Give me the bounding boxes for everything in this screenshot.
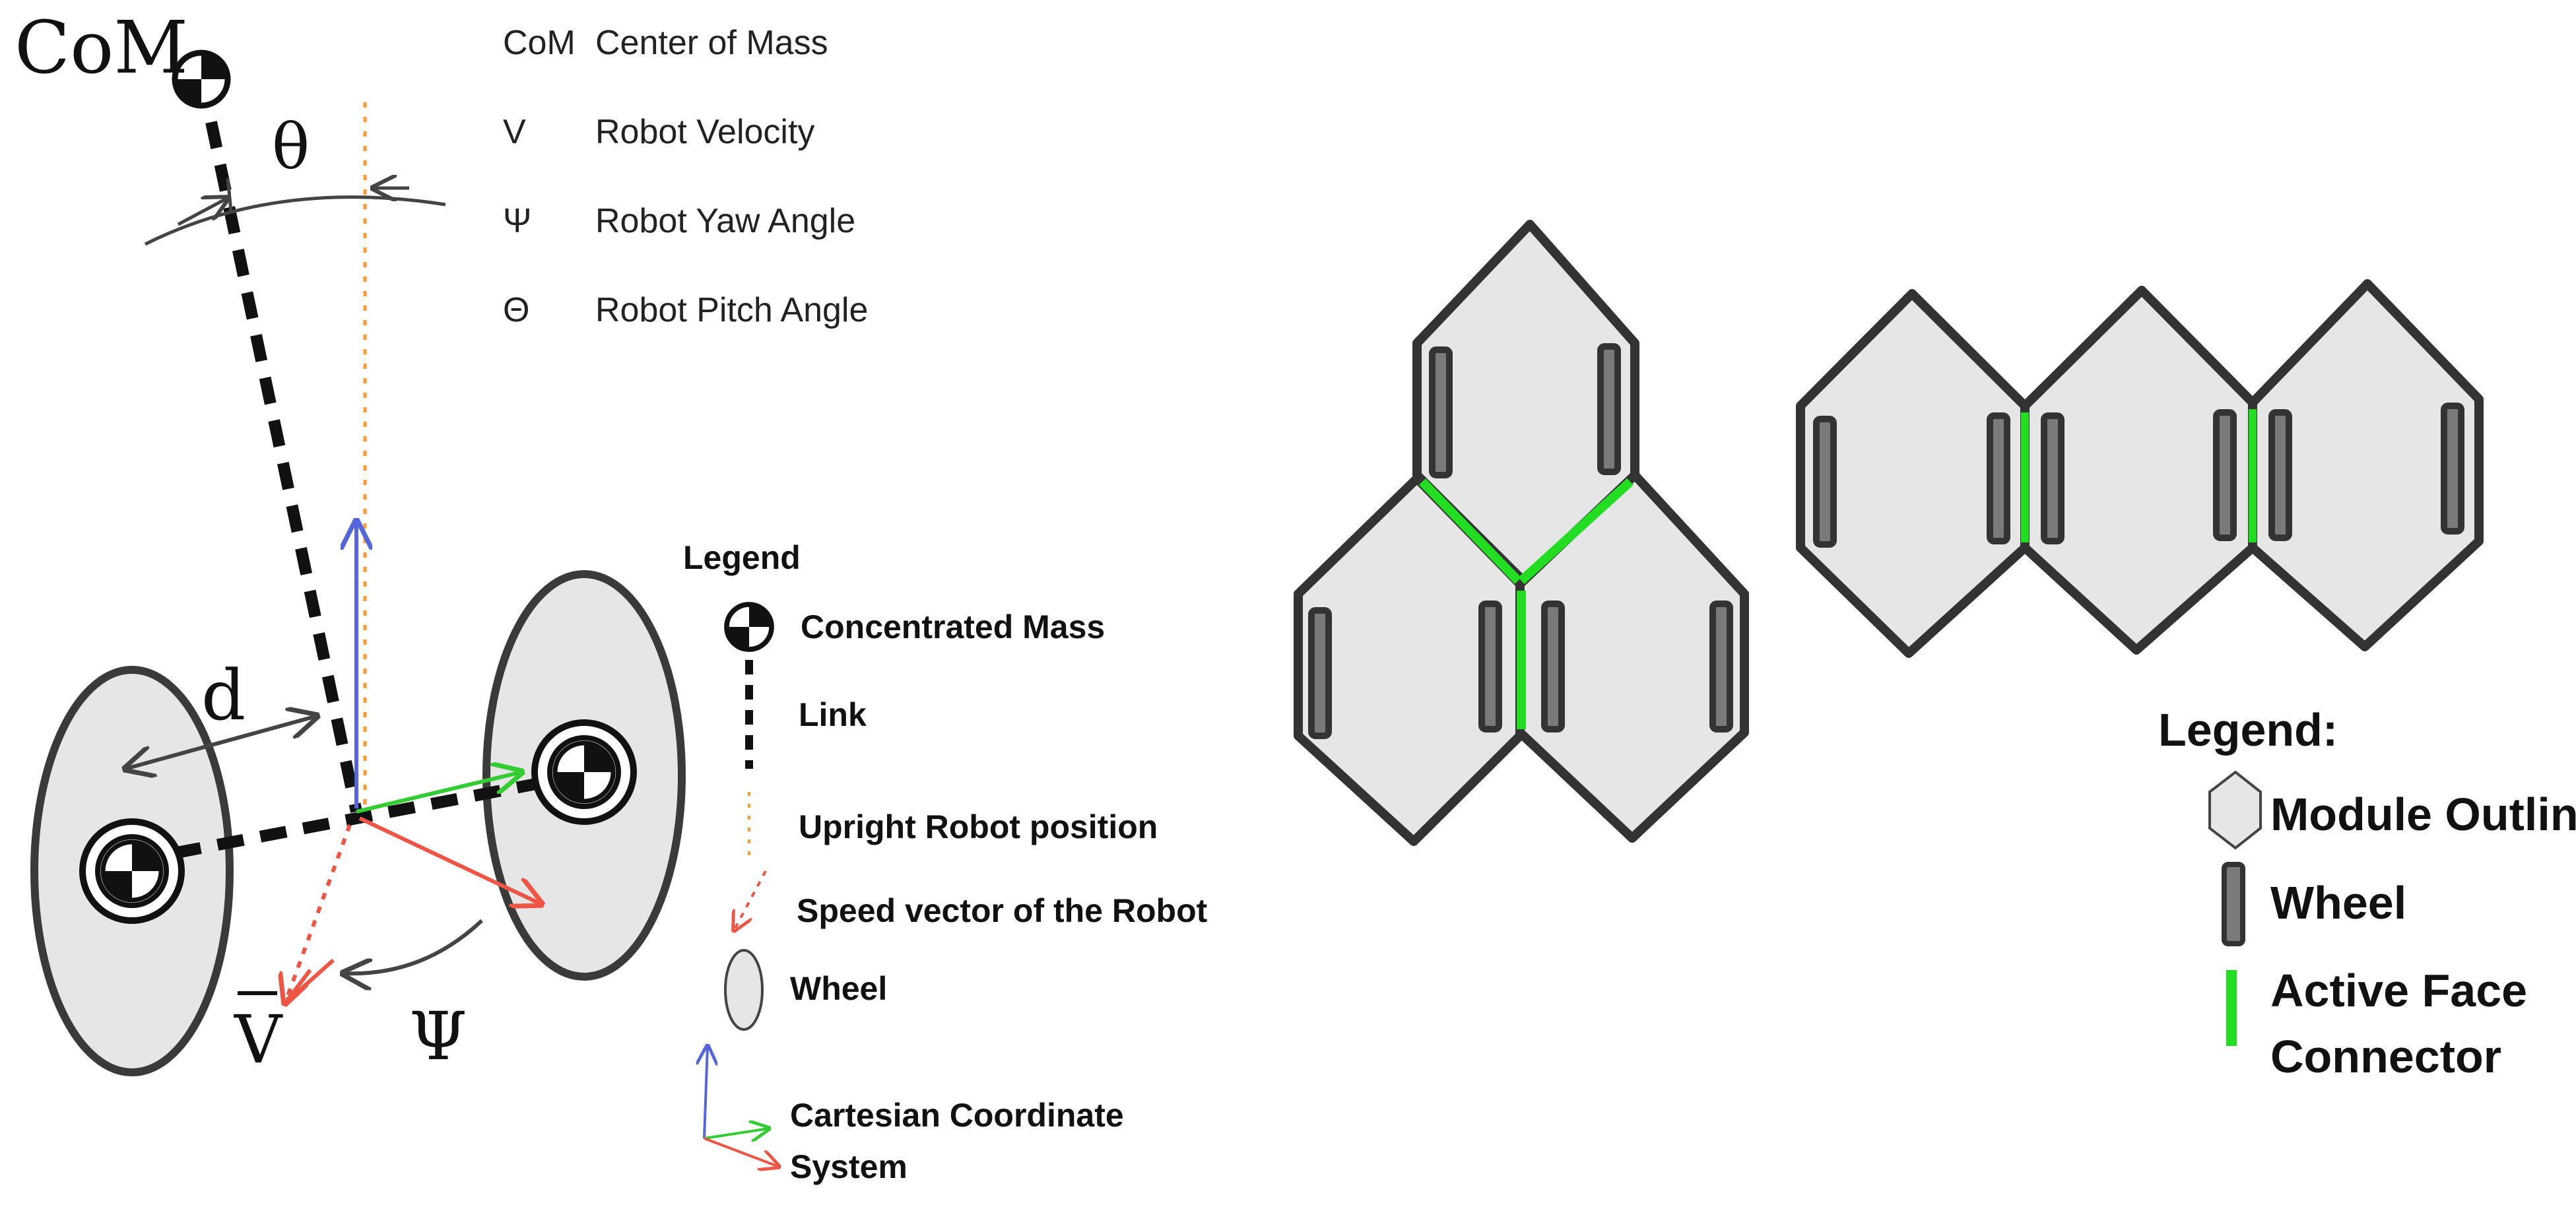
wheel [1541,601,1565,733]
left-legend: Legend Concentrated Mass Link Upright Ro… [683,539,1208,1185]
symbol-v: V [503,113,526,151]
x-axis-arrow [356,772,521,814]
wheel [1429,346,1453,478]
chain-connectors [2021,409,2257,542]
symbol-theta: Θ [503,291,529,329]
triangle-connectors [1418,478,1634,729]
speed-vector-solid [283,958,335,1005]
legend-mass-label: Concentrated Mass [801,608,1105,645]
theta-tick [226,178,233,212]
right-wheel-mass-icon [535,723,634,822]
modular-robot-diagram [1294,220,2484,846]
wheel [1308,607,1332,739]
theta-label: θ [272,111,310,183]
active-connector [1418,478,1522,584]
left-legend-title: Legend [683,539,801,576]
legend-link-label: Link [799,696,867,733]
wheel [2268,409,2292,541]
psi-label: Ψ [409,998,467,1075]
legend-wheel-rect-icon [2222,862,2245,946]
legend-wheel-icon [724,949,764,1031]
legend-mass-icon [727,604,772,649]
psi-arc [343,919,484,973]
wheel [2213,409,2237,541]
link-axle [131,769,582,867]
balancing-robot-diagram: CoM θ d V Ψ [15,5,686,1078]
symbol-psi-meaning: Robot Yaw Angle [595,202,855,240]
symbol-table: CoM Center of Mass V Robot Velocity Ψ Ro… [503,24,868,329]
legend-wheel-label: Wheel [790,970,887,1007]
triangle-wheels [1308,343,1733,739]
theta-arrow-left [177,198,228,226]
module-bottom-right [1515,471,1749,843]
legend-speed-label: Speed vector of the Robot [797,892,1208,929]
chain-configuration [1796,279,2484,658]
symbol-theta-meaning: Robot Pitch Angle [595,291,868,329]
wheel [1478,601,1502,733]
right-legend-title: Legend: [2158,704,2338,756]
legend-upright-label: Upright Robot position [799,808,1158,845]
theta-arc [144,195,446,246]
chain-wheels [1813,403,2464,548]
left-wheel-mass-icon [83,822,182,921]
legend-cartesian-label-line1: Cartesian Coordinate [790,1097,1124,1134]
symbol-psi: Ψ [503,202,531,240]
legend-connector-label-line2: Connector [2270,1031,2501,1082]
legend-connector-label-line1: Active Face [2270,965,2527,1016]
triangle-configuration [1294,220,1749,846]
legend-module-label: Module Outline [2270,789,2576,840]
legend-cartesian-label-line2: System [790,1148,908,1185]
legend-wheel-rect-label: Wheel [2270,877,2406,928]
symbol-com-meaning: Center of Mass [595,24,828,62]
y-axis-arrow [358,816,541,904]
speed-vector [285,824,352,1003]
right-legend: Legend: Module Outline Wheel Active Face… [2158,704,2576,1082]
com-label: CoM [15,5,188,90]
legend-connector-icon [2226,970,2237,1046]
symbol-v-meaning: Robot Velocity [595,113,814,151]
link-com-to-axle [205,121,362,813]
active-connector [1518,478,1634,585]
d-dimension-arrow [125,716,317,769]
symbol-com: CoM [503,24,576,62]
d-label: d [201,655,246,736]
legend-speed-icon [734,870,767,930]
wheel [1709,601,1733,733]
v-label: V [234,1001,283,1078]
legend-module-icon [2208,770,2262,850]
wheel [2441,403,2464,535]
module-chain-3 [2248,279,2484,651]
legend-cartesian-icon [704,1046,779,1167]
wheel [1597,343,1621,475]
wheel [2041,412,2064,544]
wheel [1987,412,2010,544]
wheel [1813,416,1837,548]
